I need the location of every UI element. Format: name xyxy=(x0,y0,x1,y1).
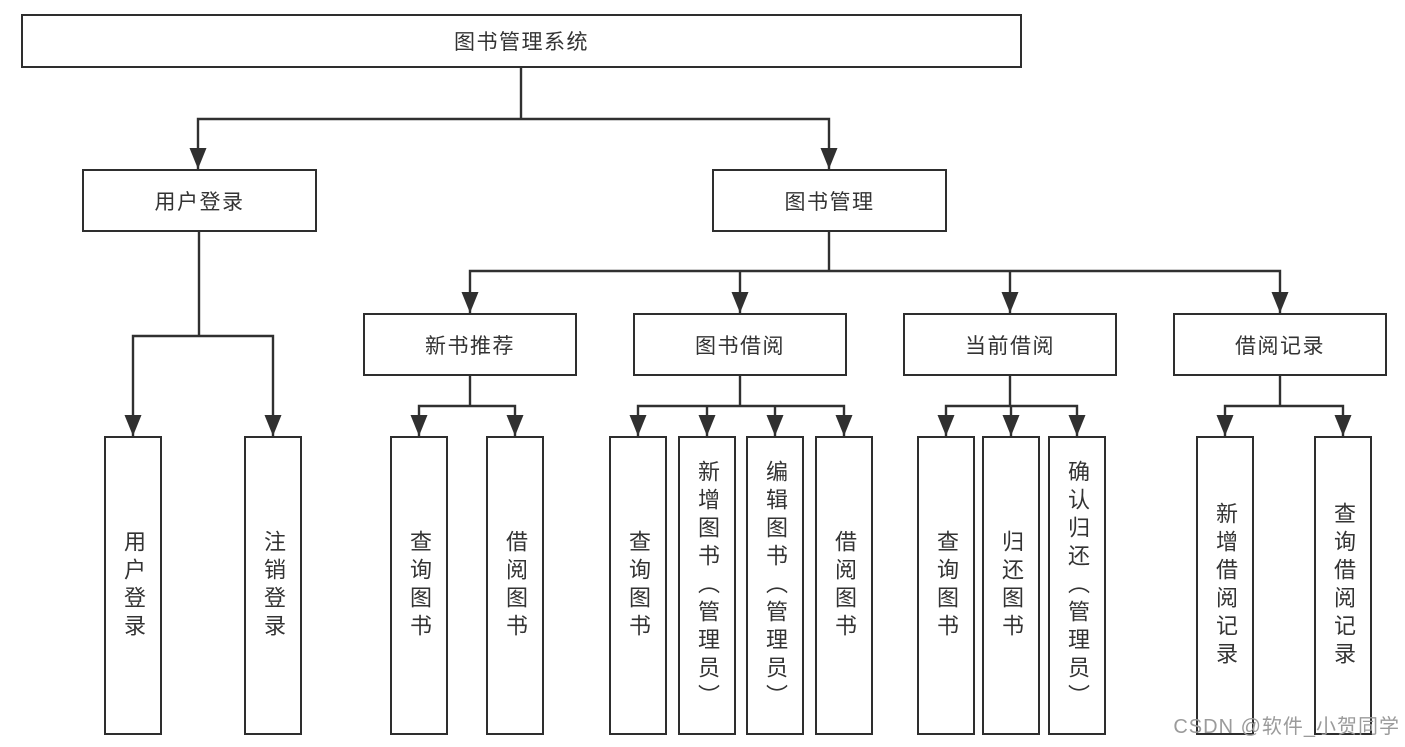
arrowhead-down xyxy=(731,292,749,313)
leaf-label: 查询图书 xyxy=(934,529,959,642)
leaf-query-books-borrow: 查询图书 xyxy=(609,436,667,735)
leaf-label: 新增图书（管理员） xyxy=(695,459,720,712)
leaf-label: 归还图书 xyxy=(999,529,1024,642)
leaf-borrow-books-recommend: 借阅图书 xyxy=(486,436,544,735)
branch-borrow-records xyxy=(1223,404,1345,436)
arrowhead-down xyxy=(766,415,784,436)
node-book-borrow: 图书借阅 xyxy=(633,313,847,376)
leaf-return-book: 归还图书 xyxy=(982,436,1040,735)
branch-book-borrow xyxy=(636,404,846,436)
node-new-book-recommend: 新书推荐 xyxy=(363,313,577,376)
arrowhead-down xyxy=(189,148,207,169)
leaf-add-book-admin: 新增图书（管理员） xyxy=(678,436,736,735)
leaf-label: 新增借阅记录 xyxy=(1213,501,1238,670)
arrowhead-down xyxy=(124,415,142,436)
leaf-label: 编辑图书（管理员） xyxy=(763,459,788,712)
leaf-logout: 注销登录 xyxy=(244,436,302,735)
leaf-label: 查询借阅记录 xyxy=(1331,501,1356,670)
leaf-label: 借阅图书 xyxy=(503,529,528,642)
leaf-confirm-return-admin: 确认归还（管理员） xyxy=(1048,436,1106,735)
leaf-label: 确认归还（管理员） xyxy=(1065,459,1090,712)
arrowhead-down xyxy=(1271,292,1289,313)
arrowhead-down xyxy=(1216,415,1234,436)
leaf-edit-book-admin: 编辑图书（管理员） xyxy=(746,436,804,735)
branch-level2 xyxy=(196,117,831,169)
node-current-borrow: 当前借阅 xyxy=(903,313,1117,376)
node-library-management-system: 图书管理系统 xyxy=(21,14,1022,68)
node-user-login: 用户登录 xyxy=(82,169,317,232)
arrowhead-down xyxy=(629,415,647,436)
leaf-query-books-recommend: 查询图书 xyxy=(390,436,448,735)
arrowheads xyxy=(124,148,1352,436)
leaf-user-login: 用户登录 xyxy=(104,436,162,735)
csdn-watermark: CSDN @软件_小贺同学 xyxy=(1173,716,1400,738)
leaf-add-borrow-record: 新增借阅记录 xyxy=(1196,436,1254,735)
arrowhead-down xyxy=(1334,415,1352,436)
arrowhead-down xyxy=(820,148,838,169)
leaf-label: 查询图书 xyxy=(626,529,651,642)
arrowhead-down xyxy=(937,415,955,436)
leaf-query-borrow-record: 查询借阅记录 xyxy=(1314,436,1372,735)
branch-user-login xyxy=(131,334,275,436)
arrowhead-down xyxy=(264,415,282,436)
leaf-label: 借阅图书 xyxy=(832,529,857,642)
node-borrow-records: 借阅记录 xyxy=(1173,313,1387,376)
arrowhead-down xyxy=(506,415,524,436)
arrowhead-down xyxy=(461,292,479,313)
leaf-label: 查询图书 xyxy=(407,529,432,642)
branch-level3 xyxy=(468,269,1282,313)
arrowhead-down xyxy=(835,415,853,436)
branch-new-book-recommend xyxy=(417,404,517,436)
leaf-label: 注销登录 xyxy=(261,529,286,642)
leaf-borrow-books: 借阅图书 xyxy=(815,436,873,735)
node-book-management: 图书管理 xyxy=(712,169,947,232)
leaf-query-books-current: 查询图书 xyxy=(917,436,975,735)
arrowhead-down xyxy=(1002,415,1020,436)
leaf-label: 用户登录 xyxy=(121,529,146,642)
arrowhead-down xyxy=(698,415,716,436)
arrowhead-down xyxy=(1068,415,1086,436)
arrowhead-down xyxy=(410,415,428,436)
arrowhead-down xyxy=(1001,292,1019,313)
